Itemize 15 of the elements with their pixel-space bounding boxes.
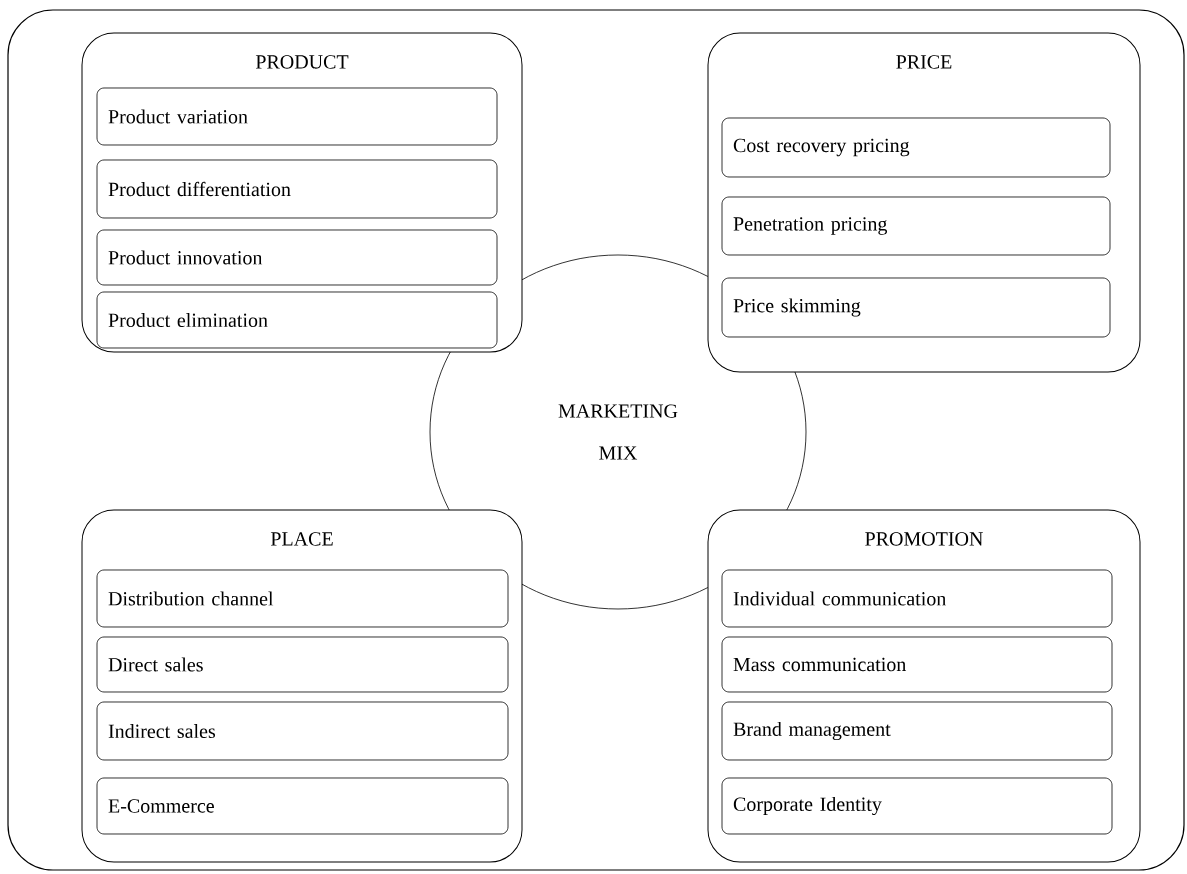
item-box: Individual communication — [721, 569, 1113, 628]
item-box: Price skimming — [721, 277, 1111, 338]
item-box: Indirect sales — [96, 701, 509, 761]
item-box: Product elimination — [96, 291, 498, 349]
item-box: Product differentiation — [96, 159, 498, 219]
item-box: Cost recovery pricing — [721, 117, 1111, 178]
item-box: Product variation — [96, 87, 498, 146]
item-box: Mass communication — [721, 636, 1113, 693]
item-box: Product innovation — [96, 229, 498, 286]
item-box: Corporate Identity — [721, 777, 1113, 835]
item-box: Direct sales — [96, 636, 509, 693]
item-box: Distribution channel — [96, 569, 509, 628]
item-box: E-Commerce — [96, 777, 509, 835]
item-box: Brand management — [721, 701, 1113, 761]
item-box: Penetration pricing — [721, 196, 1111, 256]
